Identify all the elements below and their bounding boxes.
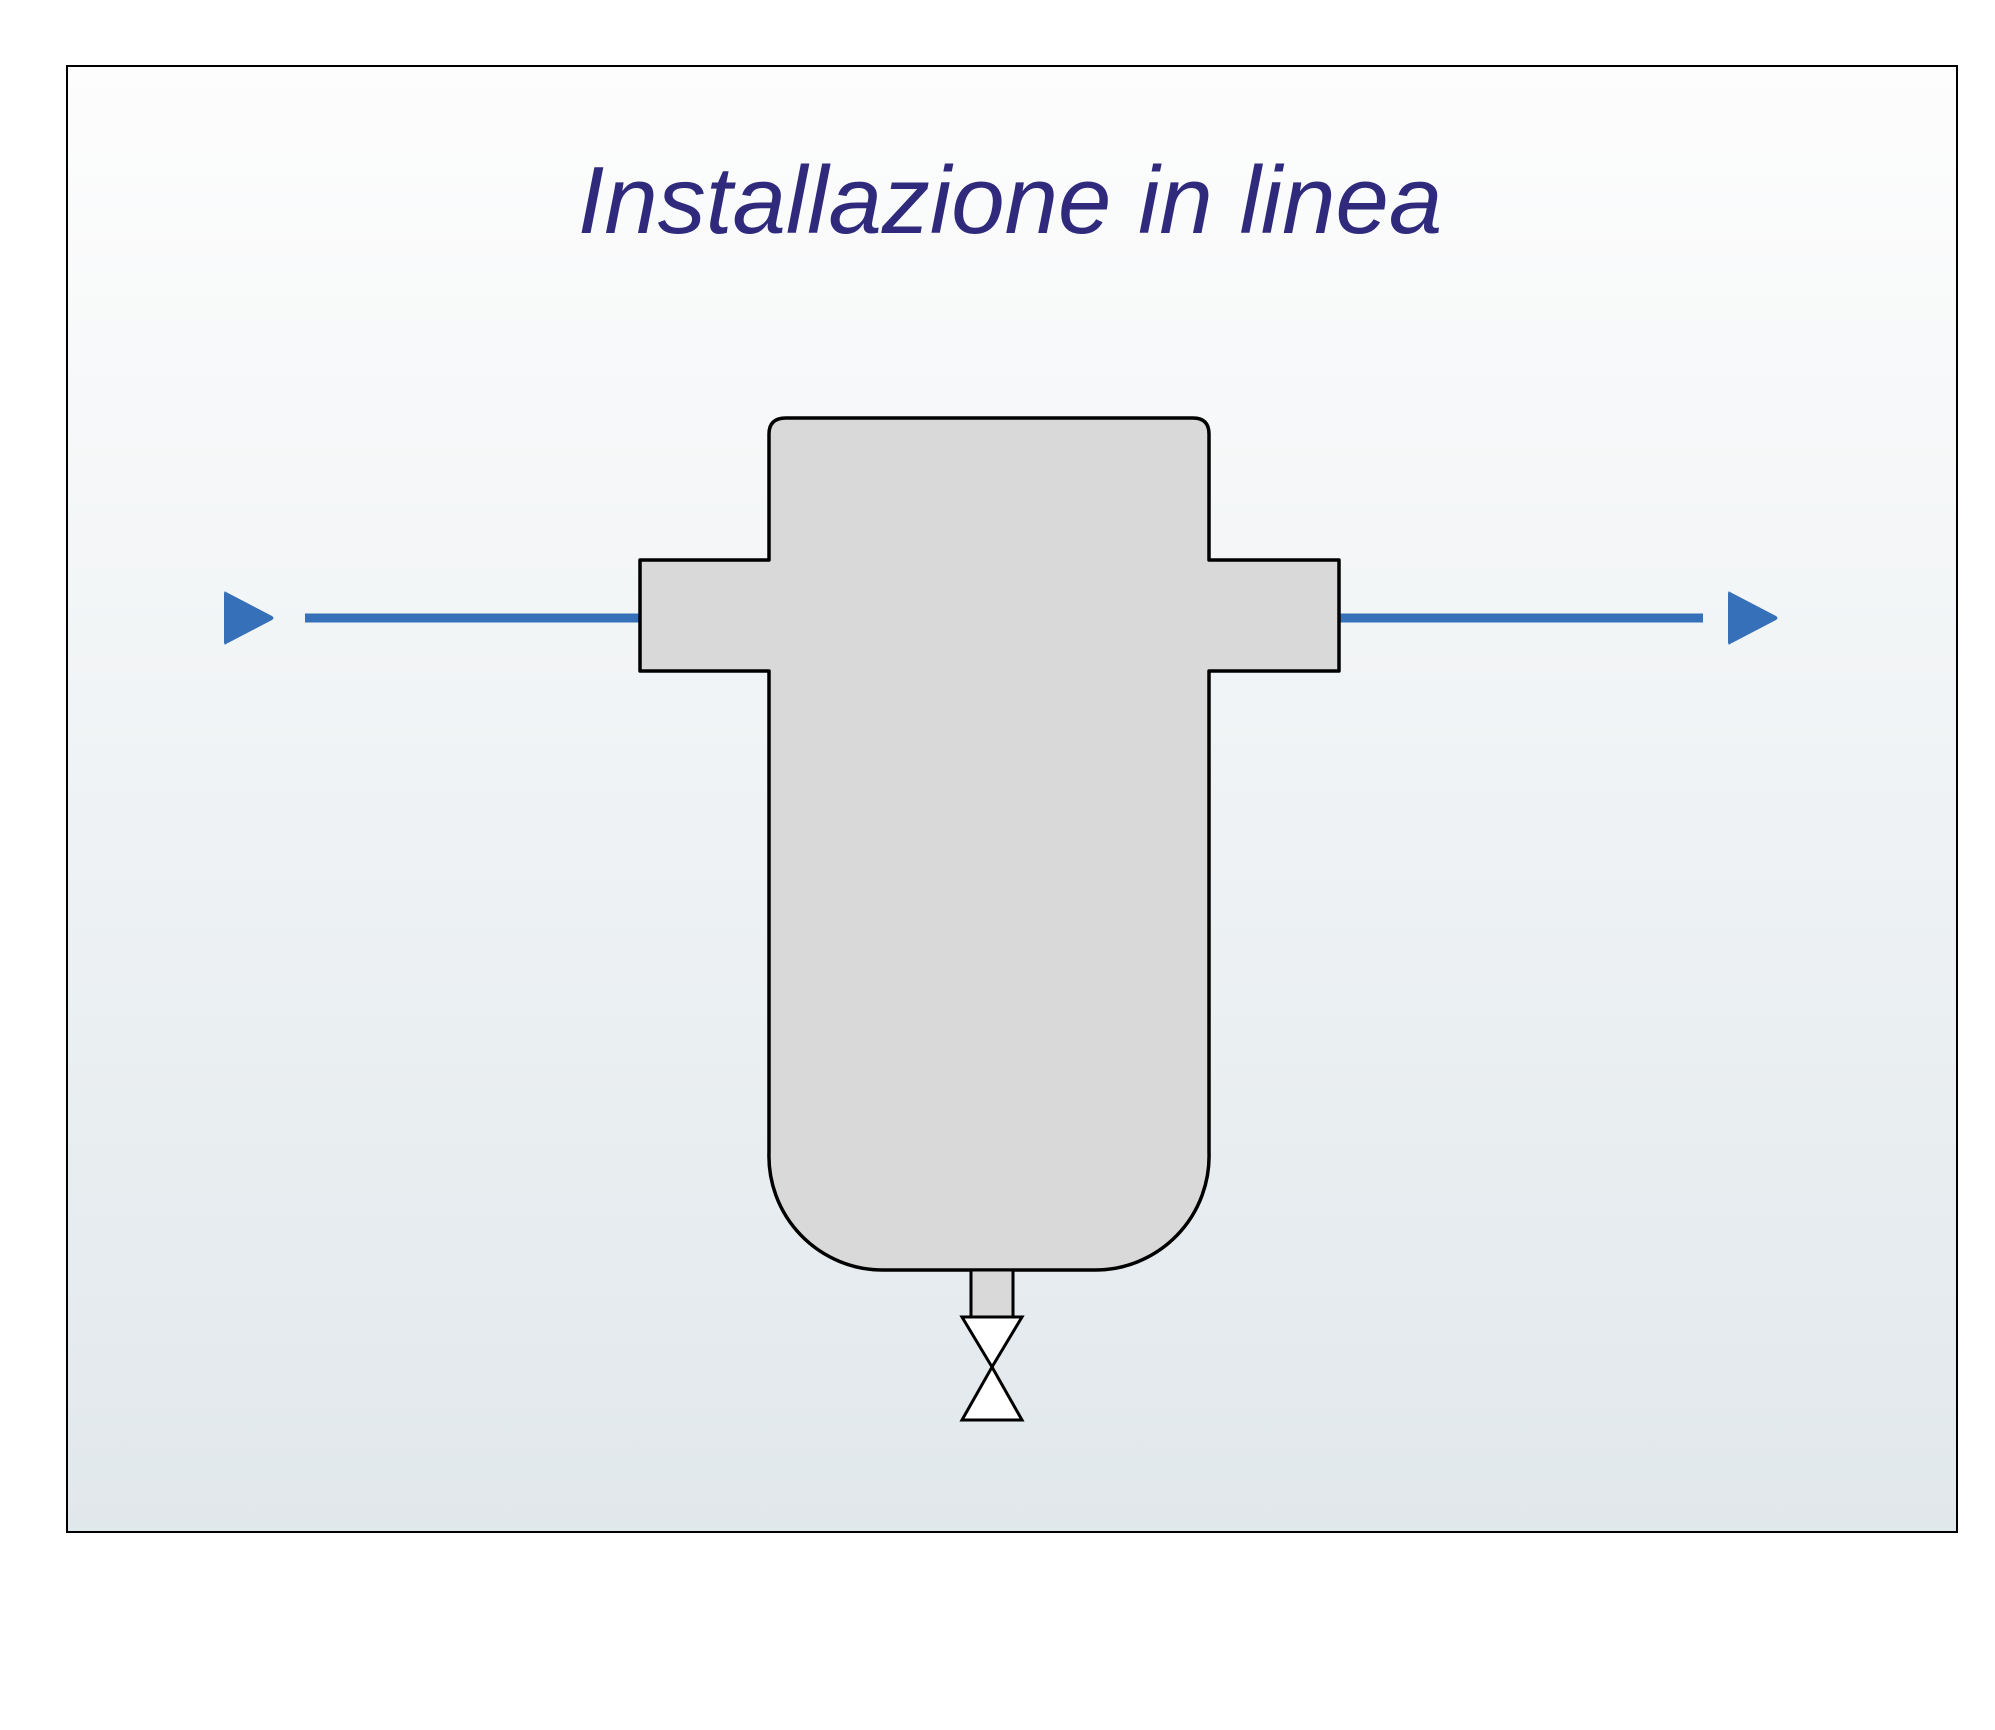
drain-stub — [969, 1268, 1015, 1319]
outlet-flow-arrow-icon — [1728, 591, 1778, 645]
diagram-title: Installazione in linea — [578, 147, 1443, 254]
inlet-flow-arrow-icon — [224, 591, 274, 645]
separator-vessel — [638, 416, 1341, 1272]
drain-valve-icon — [959, 1315, 1025, 1422]
